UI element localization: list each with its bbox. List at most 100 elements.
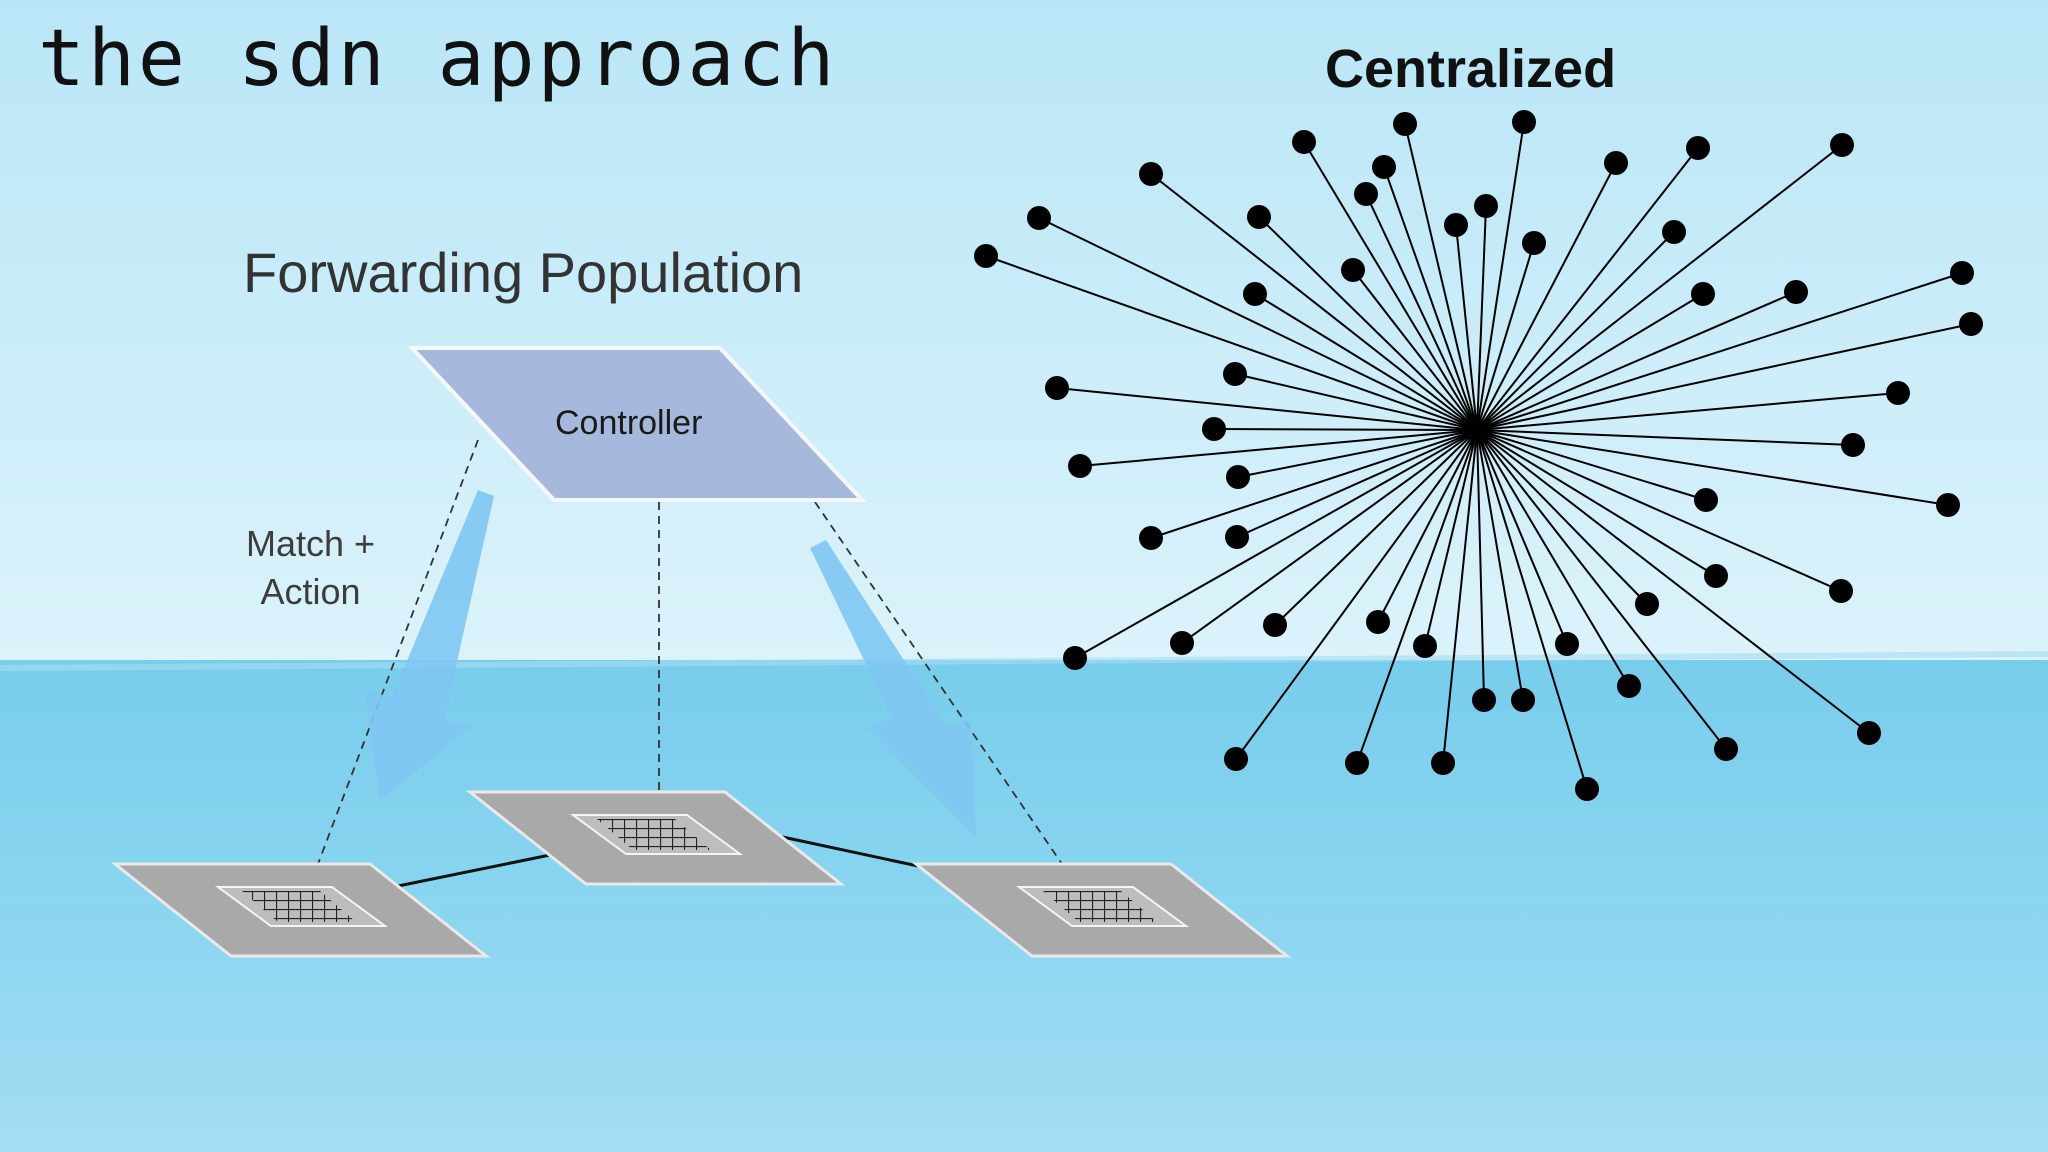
network-node (1555, 632, 1579, 656)
network-link (1383, 166, 1478, 431)
network-link (985, 255, 1478, 431)
network-link (1455, 224, 1478, 431)
network-link (1476, 429, 1588, 790)
network-node (1170, 631, 1194, 655)
switch-left (110, 862, 491, 958)
network-node (1511, 688, 1535, 712)
network-node (1345, 751, 1369, 775)
network-link (1303, 141, 1478, 431)
network-link (1476, 291, 1797, 431)
data-link-left (397, 853, 551, 888)
switch-right (911, 862, 1292, 958)
network-link (1258, 216, 1478, 431)
network-node (1063, 646, 1087, 670)
network-node (1959, 312, 1983, 336)
network-node (1413, 634, 1437, 658)
network-node (1393, 112, 1417, 136)
network-node (1027, 206, 1051, 230)
network-link (1476, 429, 1630, 687)
forwarding-population-title: Forwarding Population (243, 241, 804, 304)
network-node (1292, 130, 1316, 154)
network-node (1694, 488, 1718, 512)
network-link (1274, 429, 1478, 626)
match-action-label: Match + Action (246, 520, 375, 616)
network-node (1686, 136, 1710, 160)
network-link (1476, 162, 1617, 431)
down-arrow-left (364, 490, 494, 800)
network-node (1617, 674, 1641, 698)
network-node (1247, 205, 1271, 229)
network-link (1476, 272, 1963, 431)
network-link (1476, 429, 1949, 506)
network-node (1522, 231, 1546, 255)
network-link (1424, 429, 1478, 647)
network-link (1476, 429, 1727, 750)
network-node (1604, 151, 1628, 175)
match-action-line1: Match + (246, 523, 376, 564)
network-link (1476, 323, 1972, 431)
network-link (1476, 429, 1485, 701)
network-link (1476, 429, 1842, 592)
network-link (1476, 429, 1568, 645)
controller-plane (407, 346, 867, 502)
network-node (1354, 182, 1378, 206)
network-link (1476, 429, 1707, 501)
network-link (1150, 429, 1478, 539)
network-link (1352, 269, 1478, 431)
network-node (1936, 493, 1960, 517)
network-node (1714, 737, 1738, 761)
network-link (1476, 293, 1704, 431)
network-node (1444, 213, 1468, 237)
network-node (1950, 261, 1974, 285)
network-node (1139, 526, 1163, 550)
network-node (1202, 417, 1226, 441)
network-node (1139, 162, 1163, 186)
network-node (1886, 381, 1910, 405)
network-link (1476, 144, 1843, 431)
network-node (1225, 525, 1249, 549)
network-node (1366, 610, 1390, 634)
network-node (1472, 688, 1496, 712)
network-node (1575, 777, 1599, 801)
network-link (1476, 429, 1524, 701)
network-link (1235, 429, 1478, 760)
network-link (1038, 217, 1478, 431)
network-link (1476, 147, 1699, 431)
network-link (1254, 293, 1478, 431)
network-node (1704, 564, 1728, 588)
network-node (1226, 465, 1250, 489)
network-link (1476, 231, 1675, 431)
network-node (1512, 110, 1536, 134)
network-link (1356, 429, 1478, 764)
network-node (1662, 220, 1686, 244)
network-link (1442, 429, 1478, 764)
network-node (1431, 751, 1455, 775)
network-link (1213, 428, 1478, 431)
switch-center (465, 790, 846, 886)
controller-label: Controller (555, 404, 703, 442)
network-node (1341, 258, 1365, 282)
network-link (1181, 429, 1478, 644)
network-node (1857, 721, 1881, 745)
down-arrow-right (810, 540, 976, 838)
network-node (1224, 747, 1248, 771)
network-node (1841, 433, 1865, 457)
network-link (1476, 392, 1899, 431)
network-node (1372, 155, 1396, 179)
network-link (1476, 429, 1854, 446)
network-link (1236, 429, 1478, 538)
network-node (1243, 282, 1267, 306)
network-link (1365, 193, 1478, 431)
slide-title: the sdn approach (38, 14, 838, 104)
match-action-line2: Action (260, 571, 361, 612)
centralized-title: Centralized (1325, 39, 1617, 99)
network-node (974, 244, 998, 268)
network-link (1074, 429, 1478, 659)
control-link-left (317, 439, 479, 865)
control-link-right (814, 501, 1063, 865)
network-node (1068, 454, 1092, 478)
network-link (1056, 387, 1478, 431)
network-node (1223, 362, 1247, 386)
